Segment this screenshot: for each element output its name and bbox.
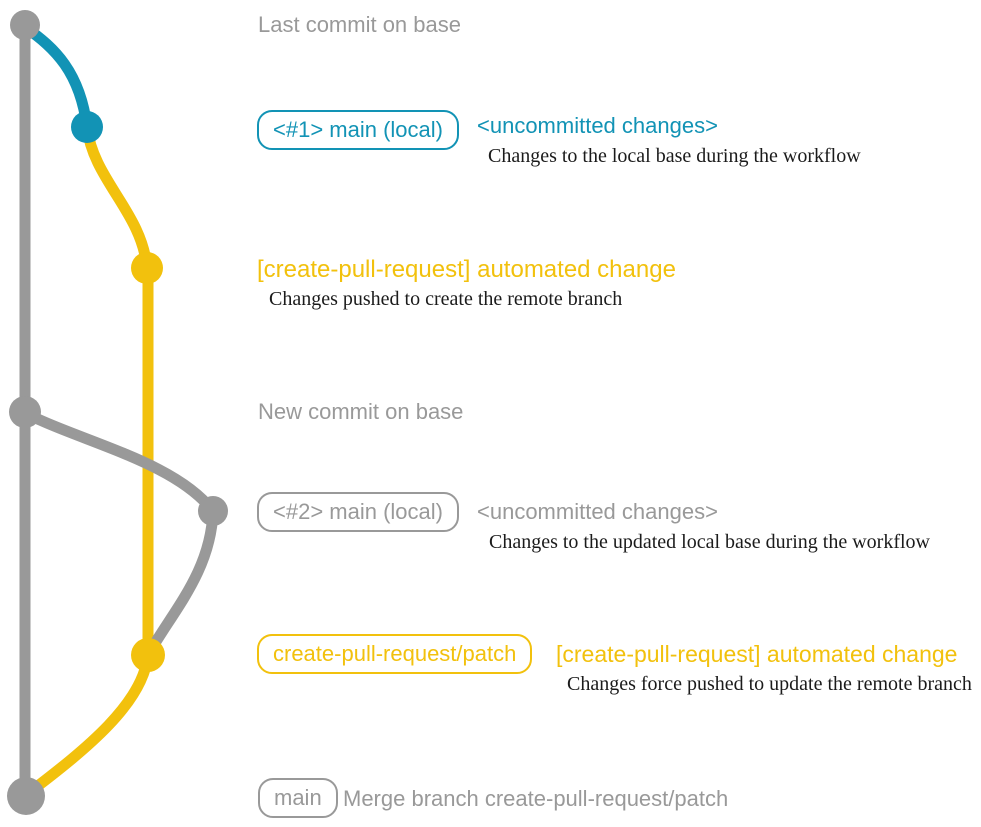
branch-badge-main: main	[258, 778, 338, 818]
commit-node-merge-commit	[7, 777, 45, 815]
commit-node-last-commit-on-base	[10, 10, 40, 40]
commit-node-local-uncommitted-2	[198, 496, 228, 526]
edge-local1-to-patch	[81, 121, 153, 274]
description-automated-change-1: Changes pushed to create the remote bran…	[269, 288, 623, 310]
branch-badge-main-local-2: <#2> main (local)	[257, 492, 459, 532]
edge-base-to-local2	[19, 407, 219, 517]
title-automated-change-1: [create-pull-request] automated change	[257, 256, 676, 283]
branch-badge-patch: create-pull-request/patch	[257, 634, 533, 674]
status-uncommitted-changes-1: <uncommitted changes>	[477, 113, 718, 138]
commit-node-local-uncommitted-1	[71, 111, 103, 143]
caption-new-commit-on-base: New commit on base	[258, 399, 464, 424]
status-uncommitted-changes-2: <uncommitted changes>	[477, 499, 718, 524]
title-automated-change-2: [create-pull-request] automated change	[556, 641, 958, 667]
edge-local2-to-patch	[142, 505, 219, 661]
commit-node-automated-change-1	[131, 252, 163, 284]
description-local-changes-1: Changes to the local base during the wor…	[488, 145, 861, 167]
caption-last-commit-on-base: Last commit on base	[258, 12, 461, 37]
edge-patch-to-merge	[20, 649, 154, 801]
edge-base-to-local1	[19, 21, 93, 133]
commit-node-automated-change-2	[131, 638, 165, 672]
description-local-changes-2: Changes to the updated local base during…	[489, 531, 930, 553]
label-merge-branch: Merge branch create-pull-request/patch	[343, 786, 729, 811]
branch-badge-main-local-1: <#1> main (local)	[257, 110, 459, 150]
description-automated-change-2: Changes force pushed to update the remot…	[567, 673, 972, 695]
commit-node-new-commit-on-base	[9, 396, 41, 428]
